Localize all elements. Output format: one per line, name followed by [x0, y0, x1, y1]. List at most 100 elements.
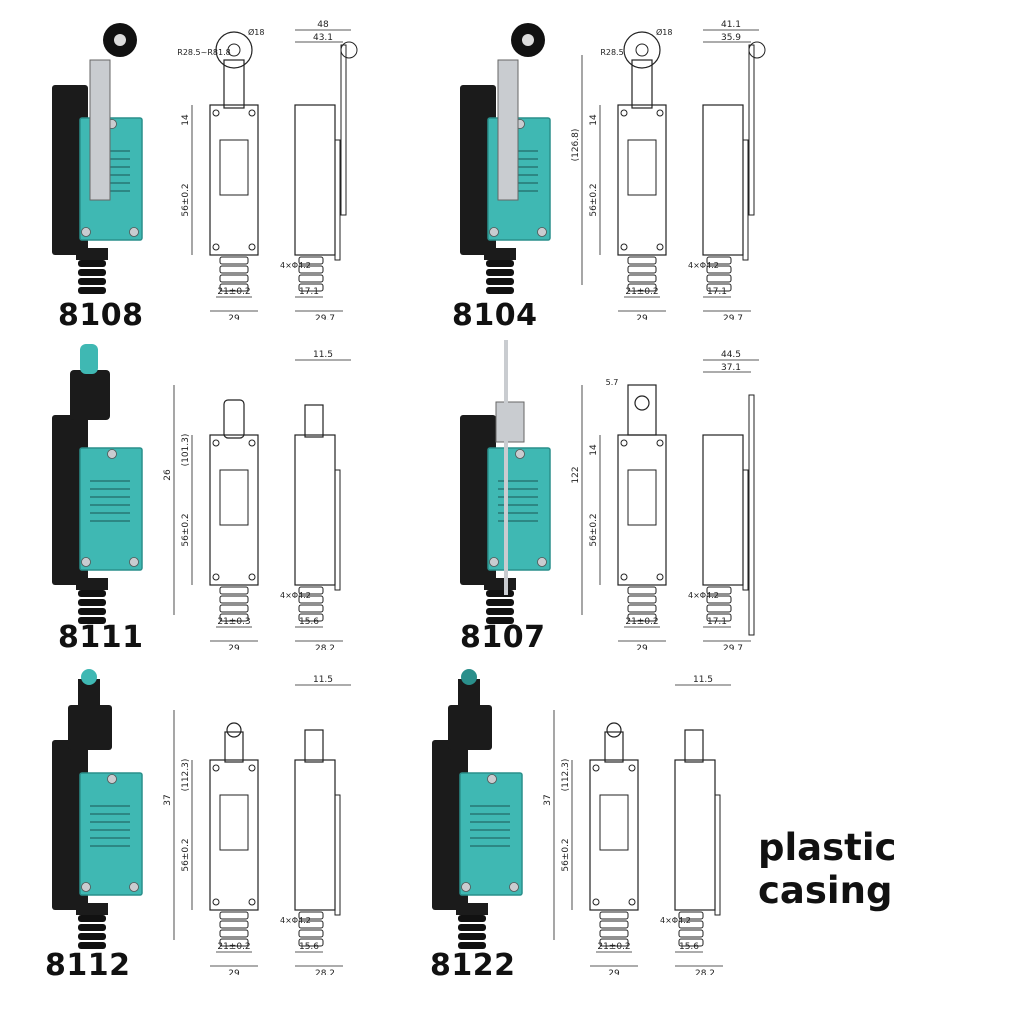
- model-label-8107: 8107: [460, 620, 546, 655]
- dimension-label: 15.6: [299, 617, 319, 627]
- dimension-label: 29.7: [723, 644, 743, 650]
- dimension-label: 56±0.2: [561, 838, 571, 871]
- side-conduit-outline: [298, 604, 324, 613]
- dimension-label: 4×Φ4.2: [280, 261, 311, 270]
- conduit-outline: [599, 929, 629, 938]
- cover-label-line: [498, 512, 538, 514]
- screw-icon: [509, 882, 519, 892]
- dimension-label: R28.5~R81.8: [177, 48, 230, 57]
- mounting-hole-icon: [248, 573, 256, 581]
- conduit-outline: [599, 920, 629, 929]
- conduit-ring: [458, 915, 486, 922]
- side-plunger-outline: [684, 729, 704, 763]
- front-body-outline: [209, 759, 259, 911]
- dimension-label: (126.8): [571, 129, 581, 162]
- model-8122-figure: 56±0.2(112.3)374×Φ4.221±0.22911.515.628.…: [432, 669, 731, 975]
- roller-outline: [606, 722, 622, 738]
- screw-icon: [129, 227, 139, 237]
- side-rail-outline: [334, 139, 341, 261]
- pivot-outline: [634, 395, 650, 411]
- cover-label-line: [498, 480, 538, 482]
- dimension-label: 41.1: [721, 20, 741, 30]
- mounting-hole-icon: [620, 243, 628, 251]
- plunger-housing: [70, 370, 110, 420]
- screw-icon: [515, 449, 525, 459]
- conduit-ring: [458, 924, 486, 931]
- cover-label-line: [90, 504, 130, 506]
- conduit-ring: [78, 617, 106, 624]
- side-conduit-outline: [298, 274, 324, 283]
- conduit-ring: [486, 590, 514, 597]
- conduit-base: [484, 248, 516, 260]
- dimension-label: 43.1: [313, 33, 333, 43]
- side-rail-outline: [742, 469, 749, 591]
- mounting-hole-icon: [212, 109, 220, 117]
- dimension-label: 48: [317, 20, 329, 30]
- plunger-outline: [223, 399, 245, 439]
- switch-body: [52, 740, 88, 910]
- side-conduit-outline: [706, 613, 732, 622]
- side-body-outline: [294, 434, 336, 586]
- front-window-outline: [599, 794, 629, 851]
- side-conduit-outline: [298, 929, 324, 938]
- roller-hub: [522, 34, 534, 46]
- cover-label-line: [498, 496, 538, 498]
- mounting-hole-icon: [248, 898, 256, 906]
- conduit-outline: [219, 256, 249, 265]
- conduit-base: [76, 903, 108, 915]
- dimension-label: 29.7: [315, 314, 335, 320]
- plunger-icon: [80, 344, 98, 374]
- side-conduit-outline: [298, 265, 324, 274]
- dimension-label: 37.1: [721, 363, 741, 373]
- model-label-8112: 8112: [45, 948, 131, 983]
- dimension-label: 29: [608, 969, 620, 975]
- side-conduit-outline: [706, 274, 732, 283]
- dimension-label: 29: [228, 969, 240, 975]
- cover-label-line: [90, 813, 130, 815]
- conduit-ring: [78, 933, 106, 940]
- front-body-outline: [209, 104, 259, 256]
- switch-body: [460, 85, 496, 255]
- roller-hub: [114, 34, 126, 46]
- product-photo-8107: [460, 340, 551, 624]
- conduit-outline: [219, 604, 249, 613]
- cover-label-line: [498, 520, 538, 522]
- side-rail-outline: [334, 469, 341, 591]
- dimension-label: 56±0.2: [589, 513, 599, 546]
- conduit-outline: [219, 613, 249, 622]
- side-body-outline: [674, 759, 716, 911]
- cover-label-line: [90, 829, 130, 831]
- cover-label-line: [470, 813, 510, 815]
- lever-arm: [89, 59, 111, 201]
- mounting-hole-icon: [620, 573, 628, 581]
- dimension-label: 56±0.2: [181, 838, 191, 871]
- conduit-ring: [458, 942, 486, 949]
- dimension-label: (112.3): [561, 759, 571, 792]
- side-body-outline: [702, 104, 744, 256]
- conduit-ring: [486, 287, 514, 294]
- cover-label-line: [470, 805, 510, 807]
- conduit-outline: [627, 265, 657, 274]
- product-photo-8111: [52, 344, 143, 624]
- side-plunger-outline: [304, 729, 324, 763]
- dimension-label: 21±0.2: [597, 942, 630, 952]
- mounting-hole-icon: [212, 243, 220, 251]
- side-view-drawing-8122: 11.515.628.2: [674, 675, 731, 975]
- side-conduit-outline: [298, 595, 324, 604]
- front-view-drawing-8111: 56±0.2(101.3)264×Φ4.221±0.329: [163, 385, 311, 650]
- mounting-hole-icon: [656, 573, 664, 581]
- dimension-label: Ø18: [656, 27, 672, 37]
- dimension-label: 44.5: [721, 350, 741, 360]
- dimension-label: 122: [571, 466, 581, 483]
- dimension-label: (112.3): [181, 759, 191, 792]
- caption-plastic-casing: plastic casing: [758, 826, 897, 912]
- side-conduit-outline: [298, 938, 324, 947]
- side-body-outline: [294, 759, 336, 911]
- screw-icon: [537, 227, 547, 237]
- conduit-base: [76, 248, 108, 260]
- model-label-8108: 8108: [58, 298, 144, 333]
- cover-label-line: [90, 488, 130, 490]
- conduit-outline: [627, 283, 657, 292]
